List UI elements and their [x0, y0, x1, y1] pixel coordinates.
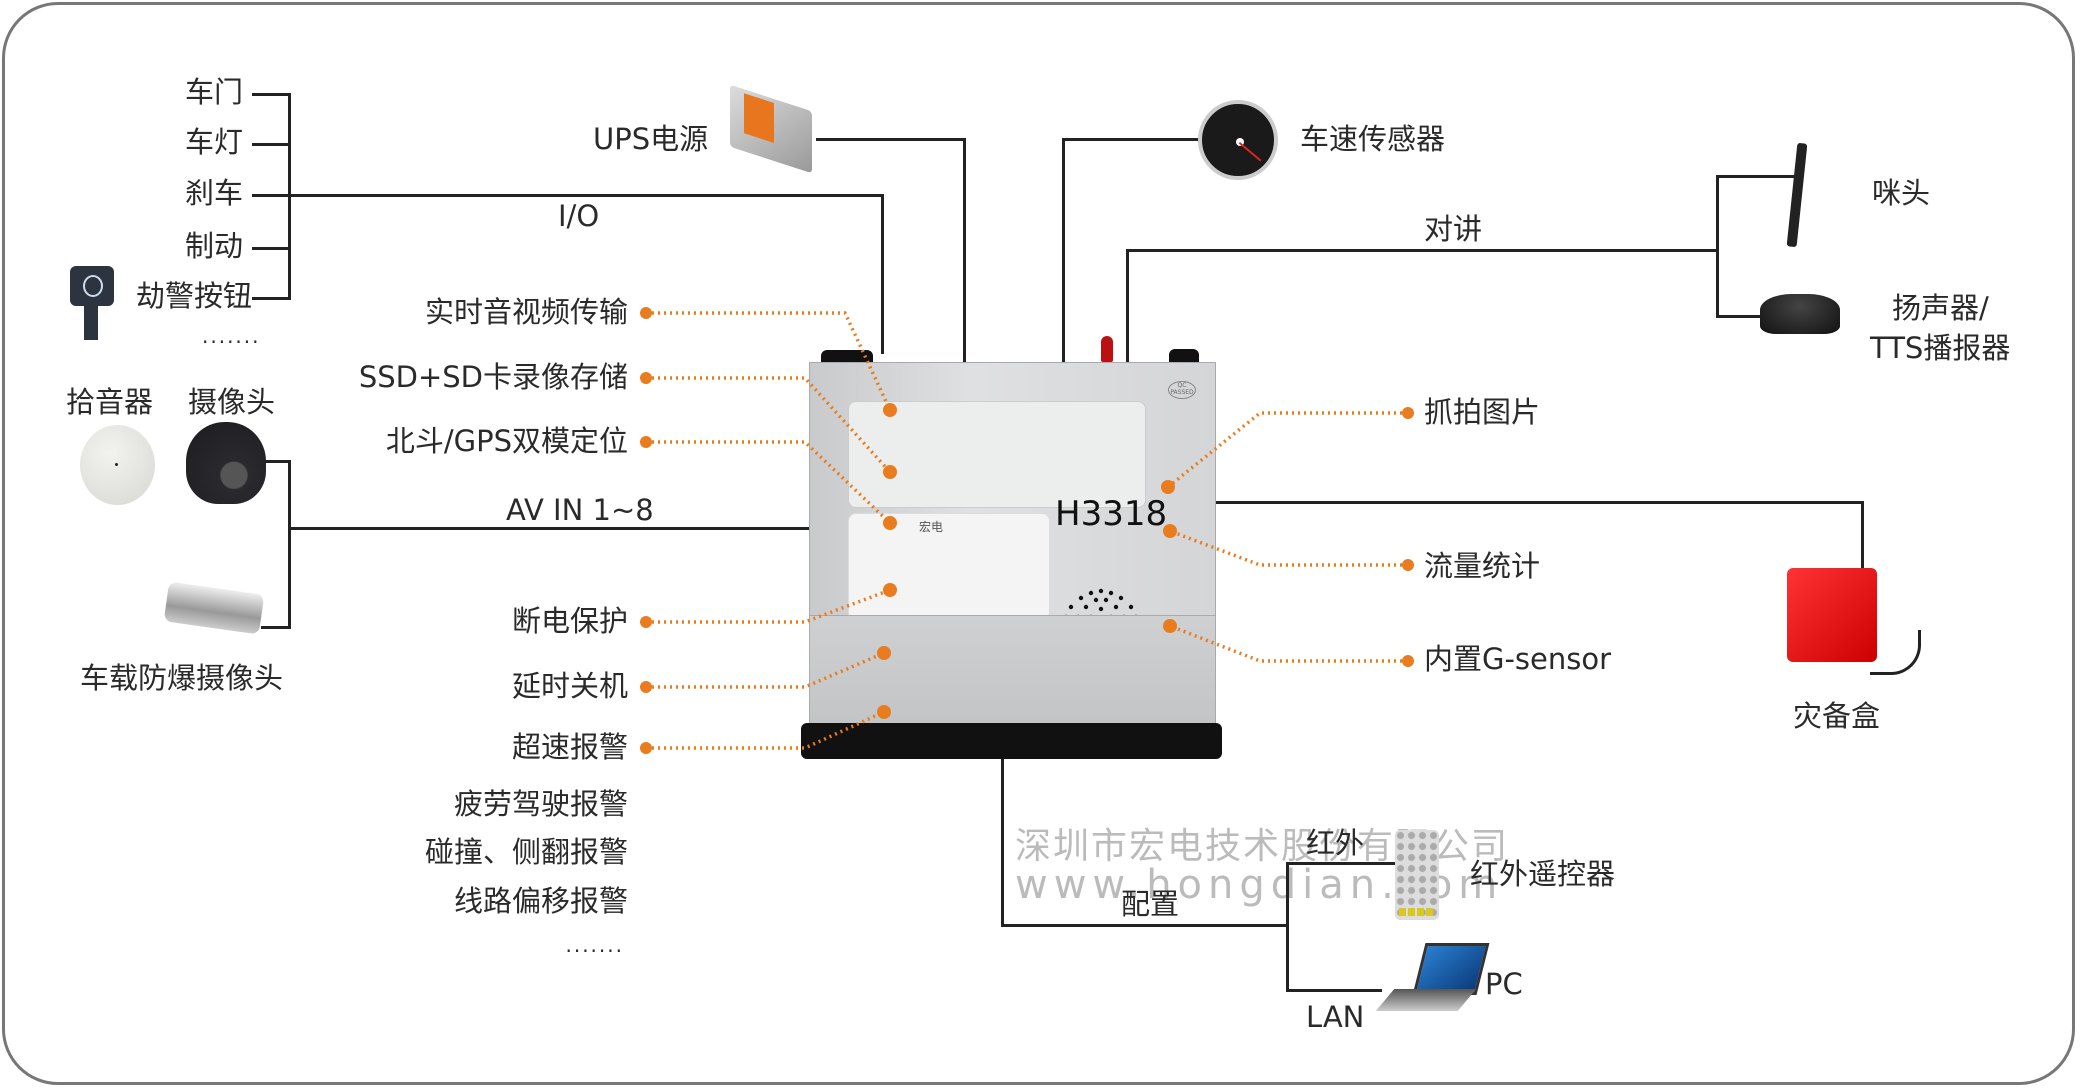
config-branch: [1286, 862, 1289, 992]
feature-power-protect: 断电保护: [511, 604, 628, 638]
av-in-label: AV IN 1~8: [506, 493, 654, 527]
panic-button-cable: [84, 306, 98, 340]
backup-box-label: 灾备盒: [1793, 699, 1881, 733]
feature-traffic: 流量统计: [1424, 549, 1541, 583]
brand-mark: 宏电: [919, 520, 944, 534]
feature-ssd-storage: SSD+SD卡录像存储: [358, 360, 628, 394]
intercom-speaker-line: [1716, 315, 1760, 318]
speed-drop: [1062, 138, 1065, 362]
port-label: [848, 401, 1146, 508]
ex-camera-label: 车载防爆摄像头: [80, 661, 284, 695]
feature-gps: 北斗/GPS双模定位: [385, 424, 628, 458]
io-bus-label: I/O: [558, 199, 600, 233]
backup-drop: [1861, 501, 1864, 571]
io-tick-braking: [252, 247, 290, 250]
backup-box-cable: [1870, 630, 1921, 675]
nameplate: 宏电: [848, 513, 1050, 620]
feature-more: .......: [565, 933, 624, 957]
io-tick-alarm: [252, 297, 290, 300]
config-line: [1001, 924, 1289, 927]
ir-remote-icon: [1395, 830, 1439, 920]
tts-label: TTS播报器: [1870, 331, 2011, 365]
front-bezel: [801, 723, 1222, 759]
panic-button-icon: [70, 266, 114, 306]
av-bracket: [288, 460, 291, 628]
io-more: .......: [202, 324, 261, 348]
device-model: H3318: [1055, 494, 1168, 534]
pickup-label: 拾音器: [66, 385, 154, 419]
io-label-braking: 制动: [184, 229, 243, 263]
av-bus-line: [288, 527, 809, 530]
feature-snapshot: 抓拍图片: [1424, 395, 1541, 429]
dome-camera-icon: [186, 422, 266, 504]
speed-line: [1062, 138, 1202, 141]
io-tick-door: [252, 93, 290, 96]
backup-line: [1214, 501, 1864, 504]
device-knob-right: [1169, 349, 1199, 364]
speaker-icon: [1760, 294, 1840, 334]
camera-label: 摄像头: [188, 385, 276, 419]
ir-remote-label: 红外遥控器: [1470, 857, 1616, 891]
io-bus-line: [288, 194, 884, 197]
speaker-label: 扬声器/: [1892, 291, 1989, 325]
qc-badge: QC PASSED: [1168, 381, 1196, 399]
config-label: 配置: [1121, 887, 1180, 921]
av-cam-tick: [265, 460, 291, 463]
io-label-door: 车门: [184, 75, 243, 109]
feature-delay-shutdown: 延时关机: [511, 669, 628, 703]
config-drop: [1001, 759, 1004, 927]
config-lan-line: [1286, 989, 1382, 992]
intercom-label: 对讲: [1424, 212, 1483, 246]
ir-label: 红外: [1306, 826, 1365, 860]
intercom-mic-line: [1716, 175, 1796, 178]
feature-lane: 线路偏移报警: [453, 884, 628, 918]
speedometer-icon: [1198, 100, 1278, 180]
io-tick-light: [252, 143, 290, 146]
pickup-mic-icon: [80, 425, 155, 505]
feature-gsensor: 内置G-sensor: [1424, 642, 1612, 676]
laptop-pc-icon: [1375, 943, 1490, 1019]
h3318-device: QC PASSED 宏电: [801, 336, 1222, 759]
mic-label: 咪头: [1872, 176, 1931, 210]
backup-box-icon: [1787, 568, 1877, 662]
antenna-icon: [1101, 336, 1113, 362]
intercom-drop: [1126, 249, 1129, 362]
io-label-panic: 劫警按钮: [135, 279, 252, 313]
av-excam-tick: [261, 626, 291, 629]
ups-label: UPS电源: [593, 122, 709, 156]
intercom-branch: [1716, 175, 1719, 318]
feature-overspeed: 超速报警: [511, 730, 628, 764]
pc-label: PC: [1485, 967, 1523, 1001]
feature-av-streaming: 实时音视频传输: [424, 295, 628, 329]
mounting-plate: [809, 615, 1216, 727]
speed-sensor-label: 车速传感器: [1300, 122, 1446, 156]
io-label-brake: 刹车: [184, 176, 243, 210]
intercom-line: [1126, 249, 1719, 252]
lan-label: LAN: [1306, 1000, 1365, 1034]
io-tick-brake: [252, 194, 290, 197]
feature-collision: 碰撞、侧翻报警: [424, 835, 628, 869]
feature-fatigue: 疲劳驾驶报警: [453, 787, 628, 821]
io-label-light: 车灯: [184, 125, 243, 159]
config-ir-line: [1286, 862, 1396, 865]
ups-line: [816, 138, 966, 141]
io-bus-drop: [881, 194, 884, 354]
ups-drop: [963, 138, 966, 362]
